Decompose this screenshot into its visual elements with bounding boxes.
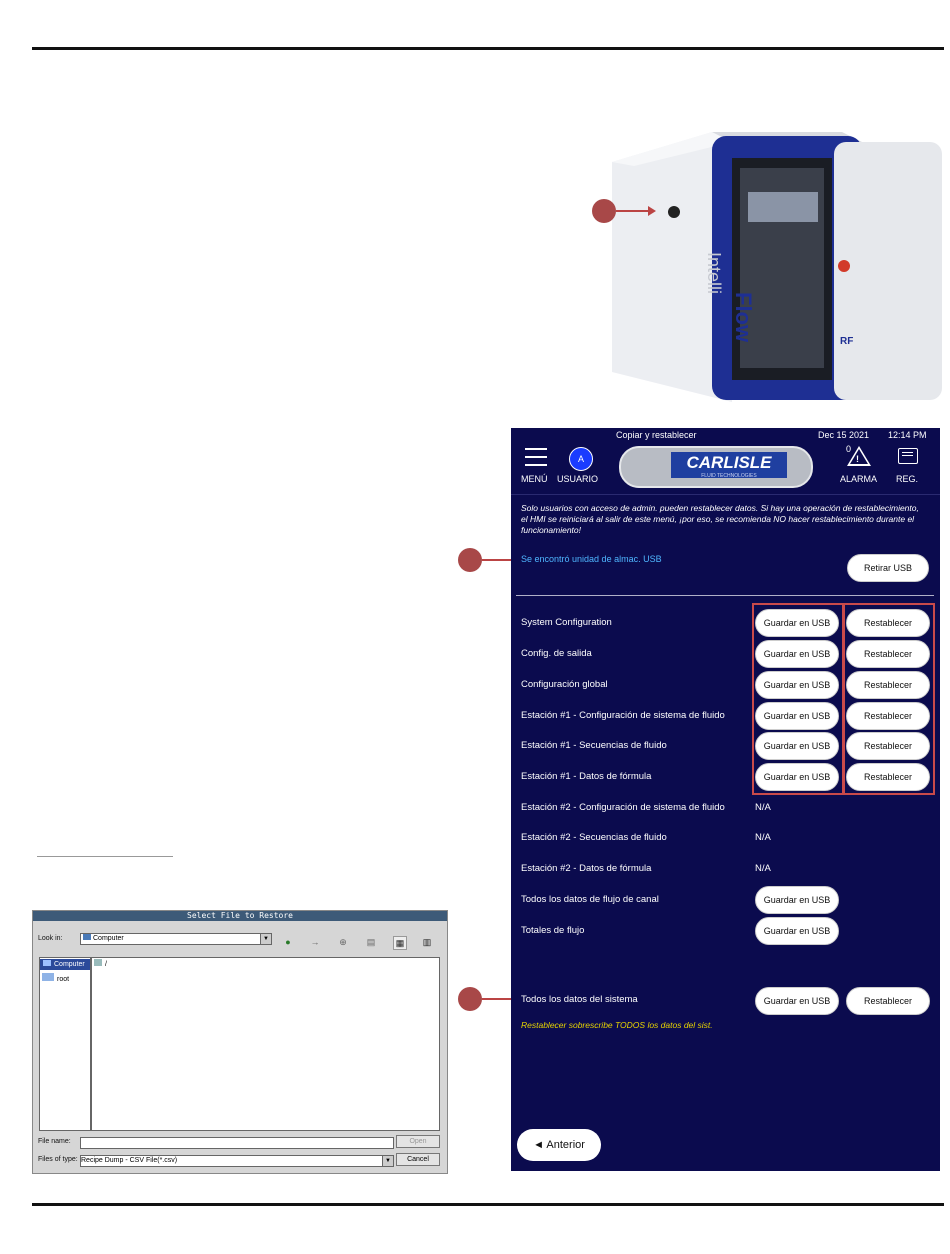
save-all-to-usb-button[interactable]: Guardar en USB [755,987,839,1015]
not-available-label: N/A [755,832,771,843]
forward-nav-icon[interactable]: → [310,937,320,947]
file-type-select[interactable]: Recipe Dump - CSV File(*.csv) ▼ [80,1155,394,1167]
row-label: Totales de flujo [521,925,585,936]
row-label: Estación #2 - Secuencias de fluido [521,832,667,843]
carlisle-logo: CARLISLE FLUID TECHNOLOGIES [619,446,813,488]
device-badge: RF [840,336,853,347]
all-system-data-label: Todos los datos del sistema [521,994,638,1005]
alarm-label[interactable]: ALARMA [840,474,878,484]
sidebar-item-root[interactable]: root [42,973,69,983]
detail-view-icon[interactable]: ▥ [422,937,432,947]
look-in-label: Look in: [38,935,63,942]
file-type-label: Files of type: [38,1156,78,1163]
computer-icon [43,960,51,966]
drive-icon [94,959,102,966]
computer-icon [83,934,91,940]
alarm-warning-icon[interactable] [847,446,871,466]
alarm-exclamation: ! [856,454,859,464]
user-label[interactable]: USUARIO [557,474,599,484]
sidebar-item-label: root [57,976,70,983]
cancel-button[interactable]: Cancel [396,1153,440,1166]
save-to-usb-button[interactable]: Guardar en USB [755,702,839,730]
callout-marker [592,199,616,223]
row-label: Configuración global [521,679,608,690]
sidebar-item-label: Computer [54,961,85,968]
restore-all-warning: Restablecer sobrescribe TODOS los datos … [521,1020,713,1030]
look-in-value: Computer [93,935,124,942]
hamburger-menu-icon[interactable] [525,448,547,472]
caption-underline [37,856,173,857]
save-to-usb-button[interactable]: Guardar en USB [755,763,839,791]
device-brand-intelli: Intelli [704,252,724,294]
row-label: Todos los datos de flujo de canal [521,894,659,905]
restore-column-highlight [843,603,935,795]
sidebar-item-computer[interactable]: Computer [40,959,90,970]
remove-usb-button[interactable]: Retirar USB [847,554,929,582]
user-avatar[interactable]: A [569,447,593,471]
file-name-label: File name: [38,1138,71,1145]
reg-label[interactable]: REG. [896,474,919,484]
save-to-usb-button[interactable]: Guardar en USB [755,671,839,699]
callout-marker [458,987,482,1011]
menu-label[interactable]: MENÚ [521,474,548,484]
restore-button[interactable]: Restablecer [846,702,930,730]
usb-found-status: Se encontró unidad de almac. USB [521,554,662,564]
bottom-rule [32,1203,944,1206]
up-folder-icon[interactable]: ⊕ [339,937,347,947]
alarm-count: 0 [846,444,852,454]
hmi-header: Copiar y restablecer Dec 15 2021 12:14 P… [511,428,940,494]
row-label: Estación #1 - Secuencias de fluido [521,740,667,751]
row-label: Estación #2 - Datos de fórmula [521,863,652,874]
open-button[interactable]: Open [396,1135,440,1148]
log-message-icon[interactable] [898,448,918,464]
restore-button[interactable]: Restablecer [846,763,930,791]
row-label: Estación #1 - Datos de fórmula [521,771,652,782]
places-sidebar: Computer root [39,957,91,1131]
callout-marker [458,548,482,572]
admin-warning: Solo usuarios con acceso de admin. puede… [521,503,919,535]
device-brand-flow: Flow [731,292,756,343]
row-label: Estación #2 - Configuración de sistema d… [521,802,725,813]
row-label: Config. de salida [521,648,592,659]
screen-title: Copiar y restablecer [616,430,697,440]
save-to-usb-button[interactable]: Guardar en USB [755,640,839,668]
chevron-down-icon: ▼ [260,934,271,944]
logo-text: CARLISLE [686,453,772,472]
dialog-title: Select File to Restore [33,911,447,921]
callout-arrow [616,206,656,216]
top-rule [32,47,944,50]
time-display: 12:14 PM [888,430,927,440]
restore-button[interactable]: Restablecer [846,732,930,760]
file-list-item[interactable]: / [94,959,107,968]
file-type-value: Recipe Dump - CSV File(*.csv) [81,1157,178,1164]
save-to-usb-button[interactable]: Guardar en USB [755,609,839,637]
folder-icon [42,973,54,981]
restore-button[interactable]: Restablecer [846,671,930,699]
back-nav-icon[interactable]: ● [285,937,291,947]
file-name-input[interactable] [80,1137,394,1149]
row-label: System Configuration [521,617,612,628]
save-to-usb-button[interactable]: Guardar en USB [755,886,839,914]
new-folder-icon[interactable]: ▤ [366,937,376,947]
section-divider [516,595,934,596]
save-to-usb-button[interactable]: Guardar en USB [755,732,839,760]
intelliflow-device-photo: Intelli Flow RF [612,132,942,402]
restore-all-button[interactable]: Restablecer [846,987,930,1015]
list-view-icon[interactable]: ▦ [393,936,407,950]
header-divider [511,494,940,495]
hmi-screen: Copiar y restablecer Dec 15 2021 12:14 P… [511,428,940,1171]
chevron-down-icon: ▼ [382,1156,393,1166]
file-list: / [91,957,440,1131]
row-label: Estación #1 - Configuración de sistema d… [521,710,725,721]
file-item-label: / [105,961,107,968]
restore-button[interactable]: Restablecer [846,609,930,637]
save-to-usb-button[interactable]: Guardar en USB [755,917,839,945]
logo-subtext: FLUID TECHNOLOGIES [701,473,757,479]
not-available-label: N/A [755,802,771,813]
look-in-select[interactable]: Computer ▼ [80,933,272,945]
not-available-label: N/A [755,863,771,874]
back-button[interactable]: ◄ Anterior [517,1129,601,1161]
restore-button[interactable]: Restablecer [846,640,930,668]
date-display: Dec 15 2021 [818,430,870,440]
